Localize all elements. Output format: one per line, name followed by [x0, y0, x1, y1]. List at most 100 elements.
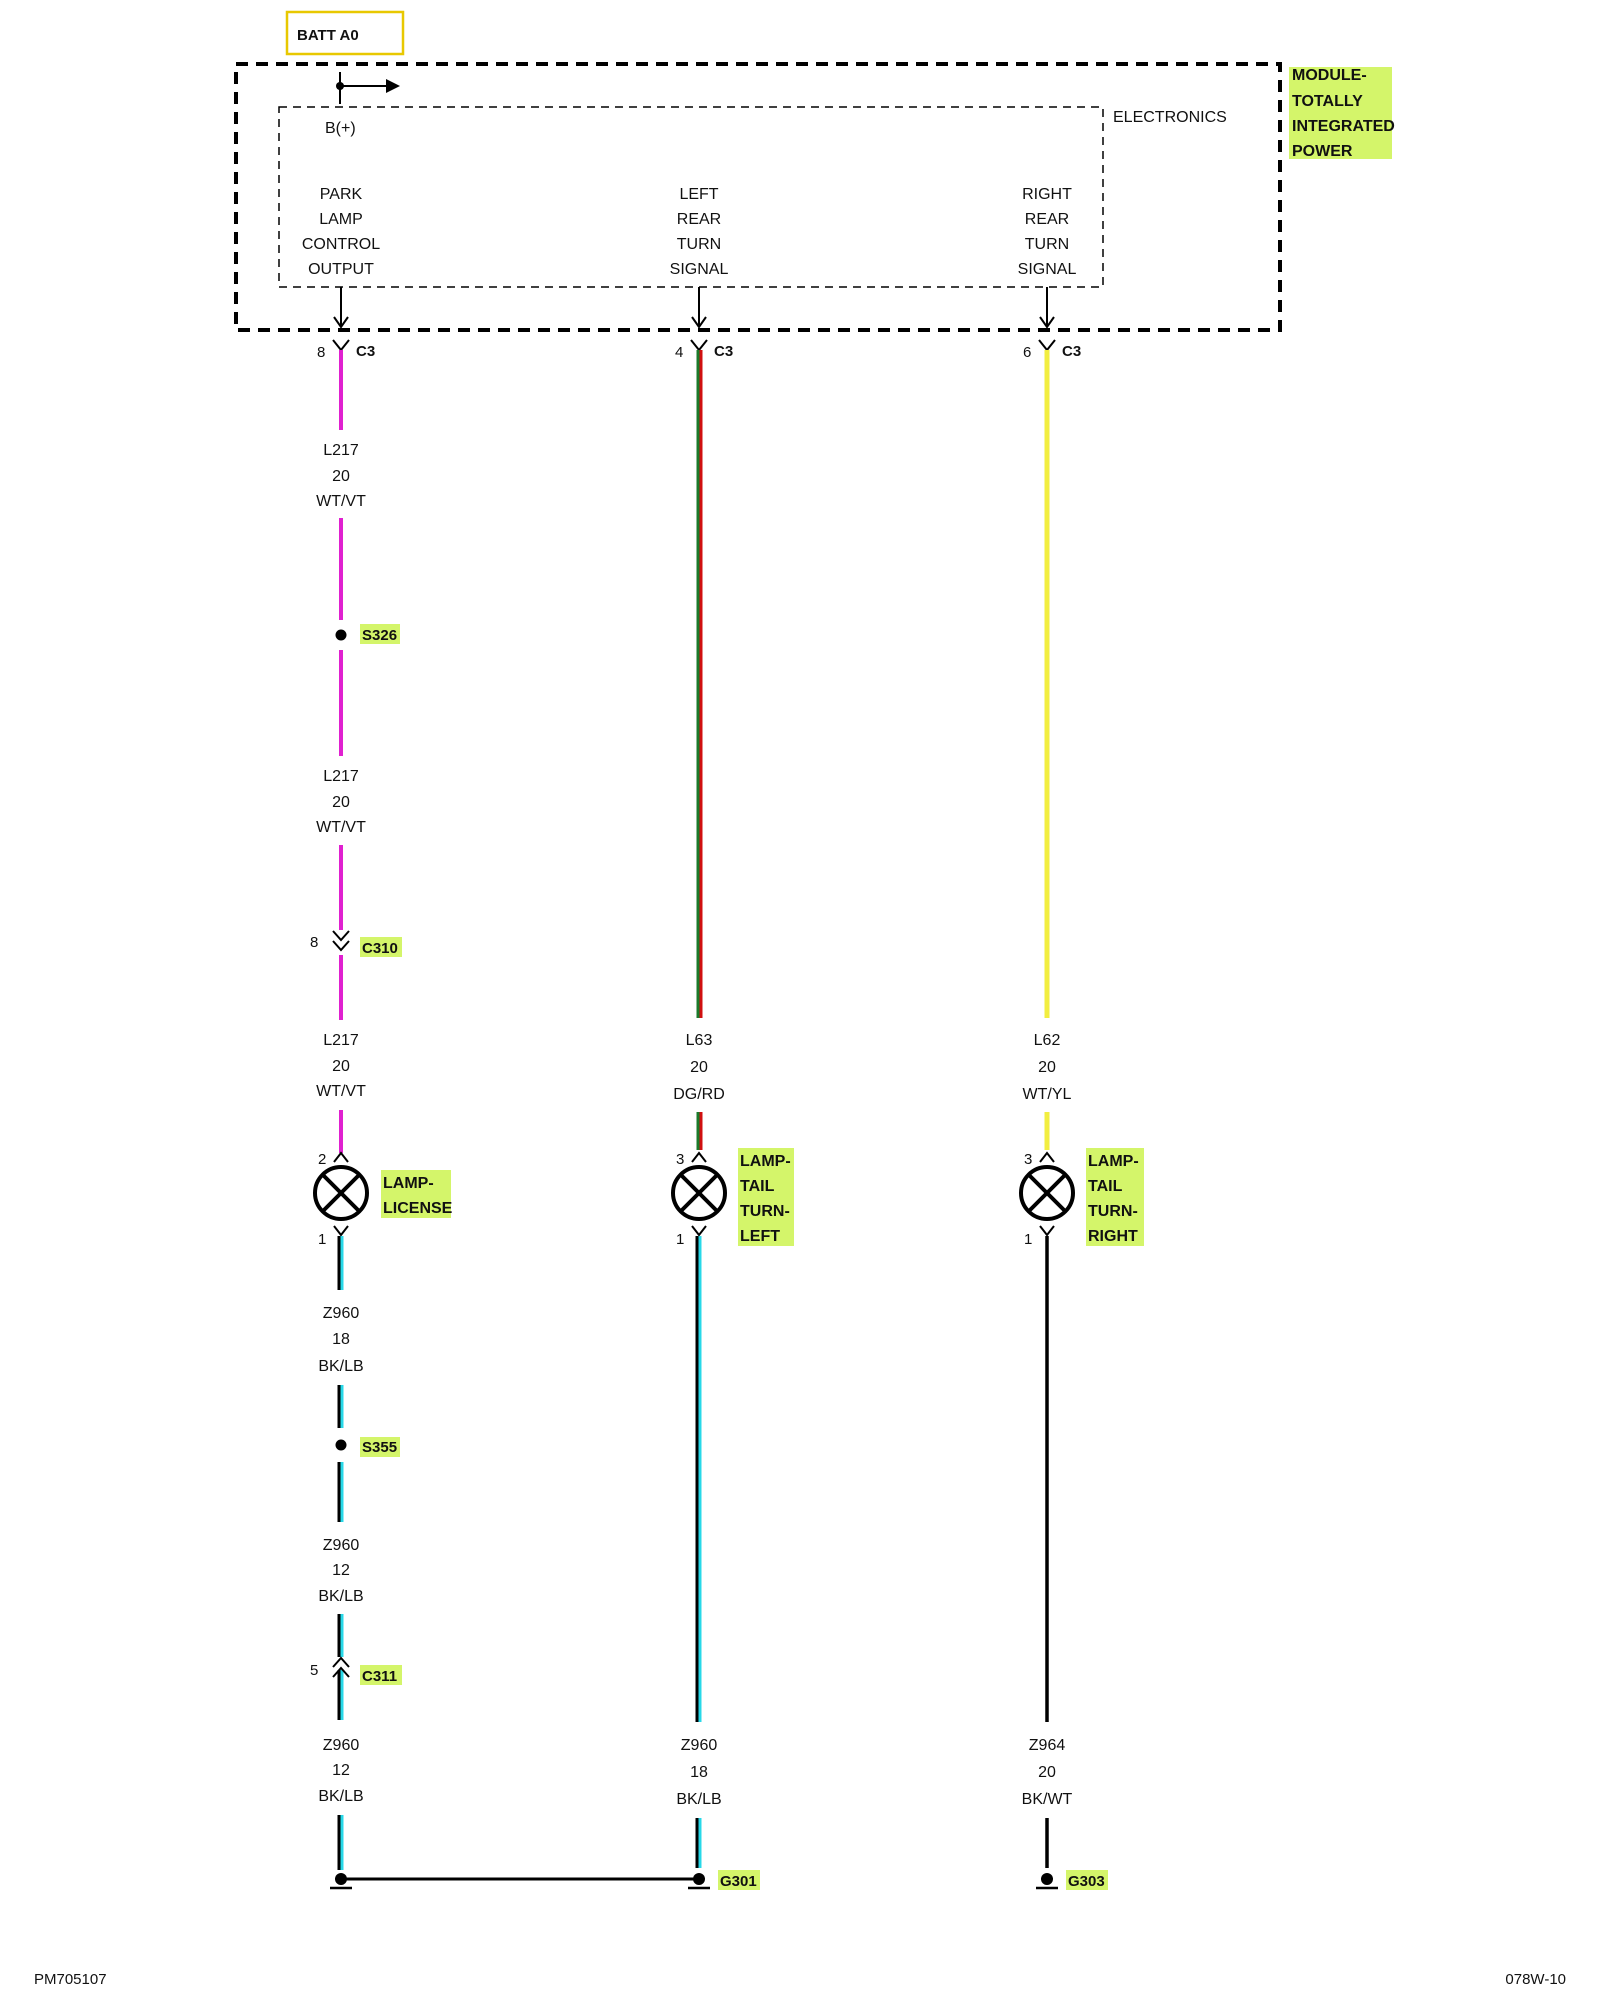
tail-right-lamp-highlight — [1086, 1148, 1144, 1246]
wire-label-z960-1: Z960 18 BK/LB — [318, 1305, 363, 1375]
svg-text:RIGHT: RIGHT — [1088, 1228, 1138, 1245]
svg-text:POWER: POWER — [1292, 143, 1353, 160]
svg-text:TURN-: TURN- — [1088, 1203, 1138, 1220]
svg-text:TURN: TURN — [1025, 236, 1069, 253]
license-lamp-pin-top: 2 — [318, 1151, 326, 1168]
svg-text:18: 18 — [332, 1331, 350, 1348]
svg-text:TOTALLY: TOTALLY — [1292, 93, 1363, 110]
tail-left-lamp-icon — [671, 1165, 727, 1221]
c3-label-right: C3 — [1062, 343, 1081, 360]
license-lamp-label: LAMP- LICENSE — [383, 1175, 453, 1217]
g301-highlight — [718, 1870, 760, 1890]
license-lamp-bottom-connector — [333, 1225, 349, 1237]
svg-text:CONTROL: CONTROL — [302, 236, 380, 253]
wire-label-z964: Z964 20 BK/WT — [1022, 1737, 1073, 1808]
wire-label-z960-middle: Z960 18 BK/LB — [676, 1737, 721, 1808]
license-lamp-top-connector — [333, 1151, 349, 1163]
license-lamp-highlight — [381, 1170, 451, 1218]
svg-text:12: 12 — [332, 1562, 350, 1579]
wire-l63 — [696, 350, 703, 1150]
batt-box — [285, 10, 405, 56]
c3-connector-symbols — [332, 339, 1056, 352]
svg-text:Z960: Z960 — [681, 1737, 718, 1754]
svg-text:18: 18 — [690, 1764, 708, 1781]
svg-text:WT/YL: WT/YL — [1023, 1086, 1072, 1103]
tail-right-lamp-icon — [1019, 1165, 1075, 1221]
license-lamp-pin-bottom: 1 — [318, 1231, 326, 1248]
svg-text:LEFT: LEFT — [679, 186, 718, 203]
ground-icon-left — [330, 1873, 352, 1890]
svg-text:INTEGRATED: INTEGRATED — [1292, 118, 1395, 135]
c310-label: C310 — [362, 940, 398, 957]
wire-label-l217-1: L217 20 WT/VT — [316, 442, 366, 510]
svg-text:LAMP: LAMP — [319, 211, 363, 228]
svg-text:LICENSE: LICENSE — [383, 1200, 453, 1217]
splice-s326-label: S326 — [362, 627, 397, 644]
svg-text:L217: L217 — [323, 442, 359, 459]
splice-s355-label: S355 — [362, 1439, 397, 1456]
svg-text:Z964: Z964 — [1029, 1737, 1066, 1754]
ground-icon-g303 — [1036, 1873, 1058, 1890]
tail-right-lamp-label: LAMP- TAIL TURN- RIGHT — [1088, 1153, 1139, 1245]
svg-text:L63: L63 — [686, 1032, 713, 1049]
svg-text:OUTPUT: OUTPUT — [308, 261, 374, 278]
wire-label-z960-3: Z960 12 BK/LB — [318, 1737, 363, 1805]
svg-text:PARK: PARK — [320, 186, 363, 203]
svg-text:Z960: Z960 — [323, 1305, 360, 1322]
tail-left-lamp-highlight — [738, 1148, 794, 1246]
svg-text:TAIL: TAIL — [740, 1178, 775, 1195]
svg-text:20: 20 — [332, 794, 350, 811]
c311-label: C311 — [362, 1668, 397, 1685]
tail-right-lamp-top-connector — [1039, 1151, 1055, 1163]
svg-text:20: 20 — [690, 1059, 708, 1076]
wire-label-l217-3: L217 20 WT/VT — [316, 1032, 366, 1100]
output-label-left-turn: LEFT REAR TURN SIGNAL — [670, 186, 729, 278]
s326-highlight — [360, 624, 400, 644]
g303-label: G303 — [1068, 1873, 1105, 1890]
c311-pin: 5 — [310, 1662, 318, 1679]
tail-left-lamp-pin-bottom: 1 — [676, 1231, 684, 1248]
connector-c311-symbol — [332, 1656, 350, 1678]
bplus-arrow — [336, 72, 400, 104]
svg-text:MODULE-: MODULE- — [1292, 67, 1367, 84]
svg-text:SIGNAL: SIGNAL — [1018, 261, 1077, 278]
tail-right-lamp-bottom-connector — [1039, 1225, 1055, 1237]
tail-right-lamp-pin-top: 3 — [1024, 1151, 1032, 1168]
module-name-highlight — [1289, 67, 1392, 159]
c311-highlight — [360, 1665, 402, 1685]
wire-label-z960-2: Z960 12 BK/LB — [318, 1537, 363, 1605]
g303-highlight — [1066, 1870, 1108, 1890]
wire-label-l217-2: L217 20 WT/VT — [316, 768, 366, 836]
svg-text:BK/LB: BK/LB — [318, 1588, 363, 1605]
svg-text:BK/LB: BK/LB — [318, 1358, 363, 1375]
svg-text:BK/LB: BK/LB — [318, 1788, 363, 1805]
svg-text:WT/VT: WT/VT — [316, 1083, 366, 1100]
svg-text:20: 20 — [1038, 1059, 1056, 1076]
c3-pin-middle: 4 — [675, 344, 683, 361]
c3-pin-left: 8 — [317, 344, 325, 361]
connector-c310-symbol — [332, 930, 350, 952]
c310-highlight — [360, 937, 402, 957]
svg-text:BK/WT: BK/WT — [1022, 1791, 1073, 1808]
svg-text:BK/LB: BK/LB — [676, 1791, 721, 1808]
svg-text:LAMP-: LAMP- — [1088, 1153, 1139, 1170]
svg-text:12: 12 — [332, 1762, 350, 1779]
wire-z960-left — [337, 1236, 344, 1870]
electronics-box — [278, 106, 1104, 288]
tail-left-lamp-bottom-connector — [691, 1225, 707, 1237]
wire-label-l62: L62 20 WT/YL — [1023, 1032, 1072, 1103]
output-label-right-turn: RIGHT REAR TURN SIGNAL — [1018, 186, 1077, 278]
electronics-label: ELECTRONICS — [1113, 109, 1227, 126]
splice-s355 — [335, 1439, 347, 1451]
g301-label: G301 — [720, 1873, 757, 1890]
splice-s326 — [335, 629, 347, 641]
svg-text:LEFT: LEFT — [740, 1228, 780, 1245]
c3-label-middle: C3 — [714, 343, 733, 360]
license-lamp-icon — [313, 1165, 369, 1221]
module-outer-box — [234, 62, 1282, 332]
svg-text:REAR: REAR — [677, 211, 721, 228]
s355-highlight — [360, 1437, 400, 1457]
c3-label-left: C3 — [356, 343, 375, 360]
svg-text:20: 20 — [332, 468, 350, 485]
